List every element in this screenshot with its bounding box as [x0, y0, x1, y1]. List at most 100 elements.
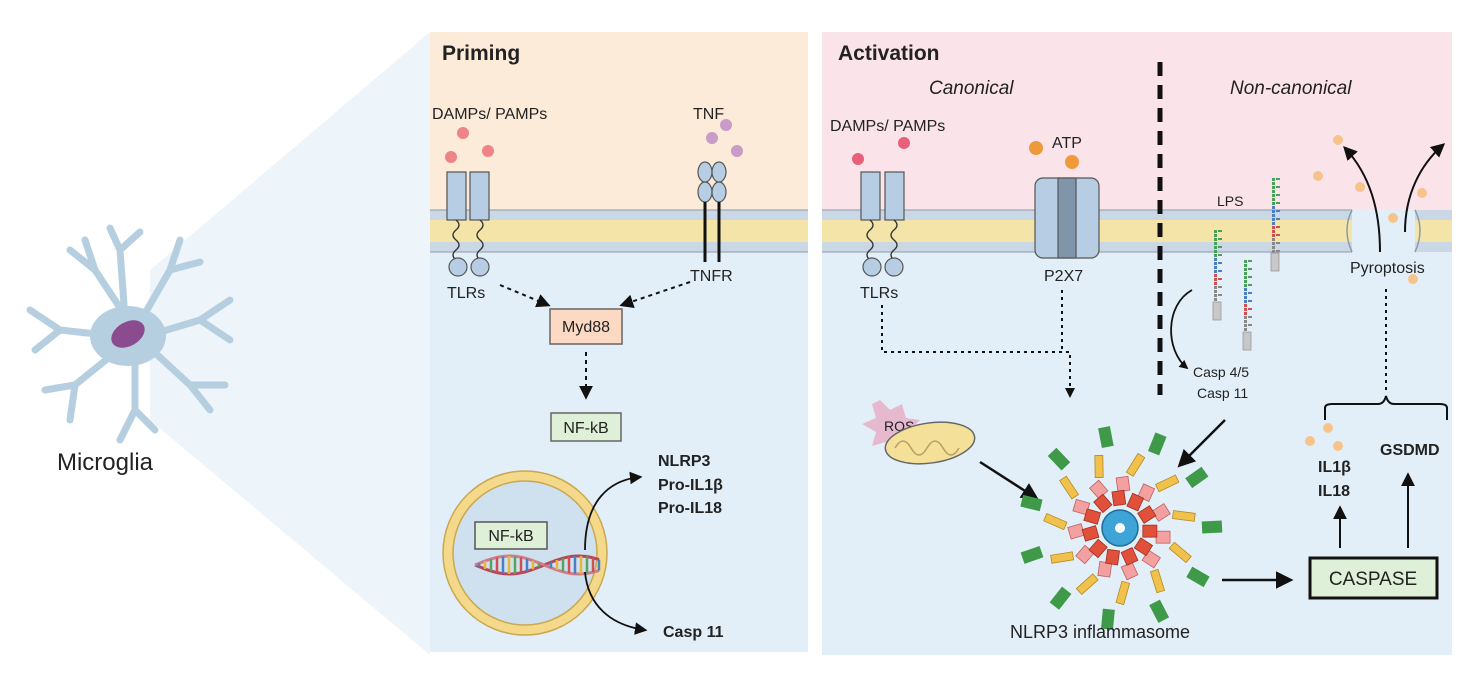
nlrp3-lrr-domain	[1201, 520, 1223, 534]
lps-segment	[1244, 292, 1247, 295]
lps-segment	[1244, 300, 1247, 303]
il1b-label: IL1β	[1318, 459, 1351, 476]
lps-segment	[1214, 294, 1217, 297]
product-pro-il18: Pro-IL18	[658, 500, 722, 517]
lps-branch	[1218, 270, 1222, 272]
lps-segment	[1272, 250, 1275, 253]
lps-segment	[1214, 270, 1217, 273]
nlrp3-nacht-domain	[1059, 475, 1080, 500]
lps-segment	[1214, 278, 1217, 281]
lps-segment	[1214, 298, 1217, 301]
lps-segment	[1272, 226, 1275, 229]
nlrp3-lrr-domain	[1049, 586, 1072, 610]
transcription-arrow-up	[584, 471, 643, 551]
casp-to-inflammasome-arrow	[1177, 419, 1226, 468]
lps-branch	[1218, 254, 1222, 256]
lps-segment	[1244, 304, 1247, 307]
released-cytokine	[1417, 188, 1427, 198]
pyd-domain	[1093, 493, 1113, 514]
nlrp3-lrr-domain	[1020, 545, 1044, 564]
lps-segment	[1272, 178, 1275, 181]
activation-panel: Activation Canonical Non-canonical DAMPs…	[822, 32, 1452, 655]
priming-panel: Priming DAMPs/ PAMPs TLRs TNF	[430, 32, 808, 652]
inflammasome-label: NLRP3 inflammasome	[1010, 622, 1190, 642]
nlrp3-lrr-domain	[1098, 426, 1114, 449]
lps-segment	[1214, 282, 1217, 285]
lps-segment	[1214, 266, 1217, 269]
nucleus	[442, 470, 608, 636]
atp-ligand	[1029, 141, 1043, 155]
lps-branch	[1218, 246, 1222, 248]
nlrp3-nacht-domain	[1172, 510, 1196, 522]
priming-damp-ligand	[457, 127, 469, 139]
il18-label: IL18	[1318, 483, 1350, 500]
lps-segment	[1244, 316, 1247, 319]
priming-tnfr-receptor	[697, 161, 727, 262]
activation-damp-ligand	[852, 153, 864, 165]
pyd-domain	[1111, 489, 1127, 507]
canonical-label: Canonical	[929, 78, 1014, 99]
priming-tnfr-label: TNFR	[690, 268, 733, 285]
cytokine-particle	[1305, 436, 1315, 446]
pyd-domain	[1105, 548, 1121, 566]
product-pro-il1b: Pro-IL1β	[658, 477, 723, 494]
atp-label: ATP	[1052, 135, 1082, 152]
product-casp11: Casp 11	[663, 624, 724, 641]
gsdmd-label: GSDMD	[1380, 442, 1440, 459]
activation-tlrs-label: TLRs	[860, 285, 898, 302]
product-nlrp3: NLRP3	[658, 453, 711, 470]
lps-branch	[1248, 324, 1252, 326]
lps-branch	[1276, 202, 1280, 204]
p2x7-label: P2X7	[1044, 268, 1083, 285]
nlrp3-lrr-domain	[1101, 608, 1115, 630]
lps-branch	[1248, 308, 1252, 310]
myd88-box	[549, 308, 623, 345]
lps-branch	[1218, 286, 1222, 288]
pyd-domain	[1120, 547, 1139, 566]
priming-membrane-outer	[430, 210, 808, 220]
priming-damps-label: DAMPs/ PAMPs	[432, 106, 547, 123]
released-cytokine	[1388, 213, 1398, 223]
nucleus-nfkb-box	[474, 521, 548, 550]
ros-to-inflammasome-arrow	[979, 460, 1039, 500]
activation-extracellular	[822, 32, 1452, 210]
lps-segment	[1244, 288, 1247, 291]
nlrp3-lrr-domain	[1186, 566, 1210, 588]
mitochondrion-icon	[884, 421, 976, 465]
lps-segment	[1244, 264, 1247, 267]
lps-segment	[1272, 222, 1275, 225]
caspase-core-center	[1115, 523, 1125, 533]
lps-segment	[1244, 280, 1247, 283]
lps-segment	[1214, 234, 1217, 237]
lps-segment	[1272, 194, 1275, 197]
lps-label: LPS	[1217, 193, 1243, 209]
nlrp3-lrr-domain	[1020, 494, 1043, 512]
nlrp3-lrr-domain	[1147, 432, 1167, 456]
lps-branch	[1248, 276, 1252, 278]
priming-tnf-ligand	[731, 145, 743, 157]
lps-branch	[1248, 292, 1252, 294]
lps-segment	[1272, 198, 1275, 201]
lps-segment	[1244, 284, 1247, 287]
lps-branch	[1218, 238, 1222, 240]
priming-damp-ligand	[445, 151, 457, 163]
lps-segment	[1244, 320, 1247, 323]
lps-segment	[1214, 258, 1217, 261]
lps-segment	[1244, 296, 1247, 299]
priming-damp-ligand	[482, 145, 494, 157]
lps-branch	[1276, 250, 1280, 252]
priming-membrane-inner	[430, 242, 808, 252]
nlrp3-lrr-domain	[1149, 599, 1170, 623]
priming-tlr-receptor	[446, 171, 490, 277]
lps-segment	[1214, 274, 1217, 277]
lps-branch	[1276, 218, 1280, 220]
lps-branch	[1218, 262, 1222, 264]
release-arrow-left	[1343, 145, 1381, 253]
activation-casp11-label: Casp 11	[1197, 385, 1248, 401]
tlr-to-inflammasome-arrow	[881, 305, 1075, 398]
caspase-label: CASPASE	[1329, 569, 1417, 590]
lps-segment	[1214, 286, 1217, 289]
lps-branch	[1276, 210, 1280, 212]
